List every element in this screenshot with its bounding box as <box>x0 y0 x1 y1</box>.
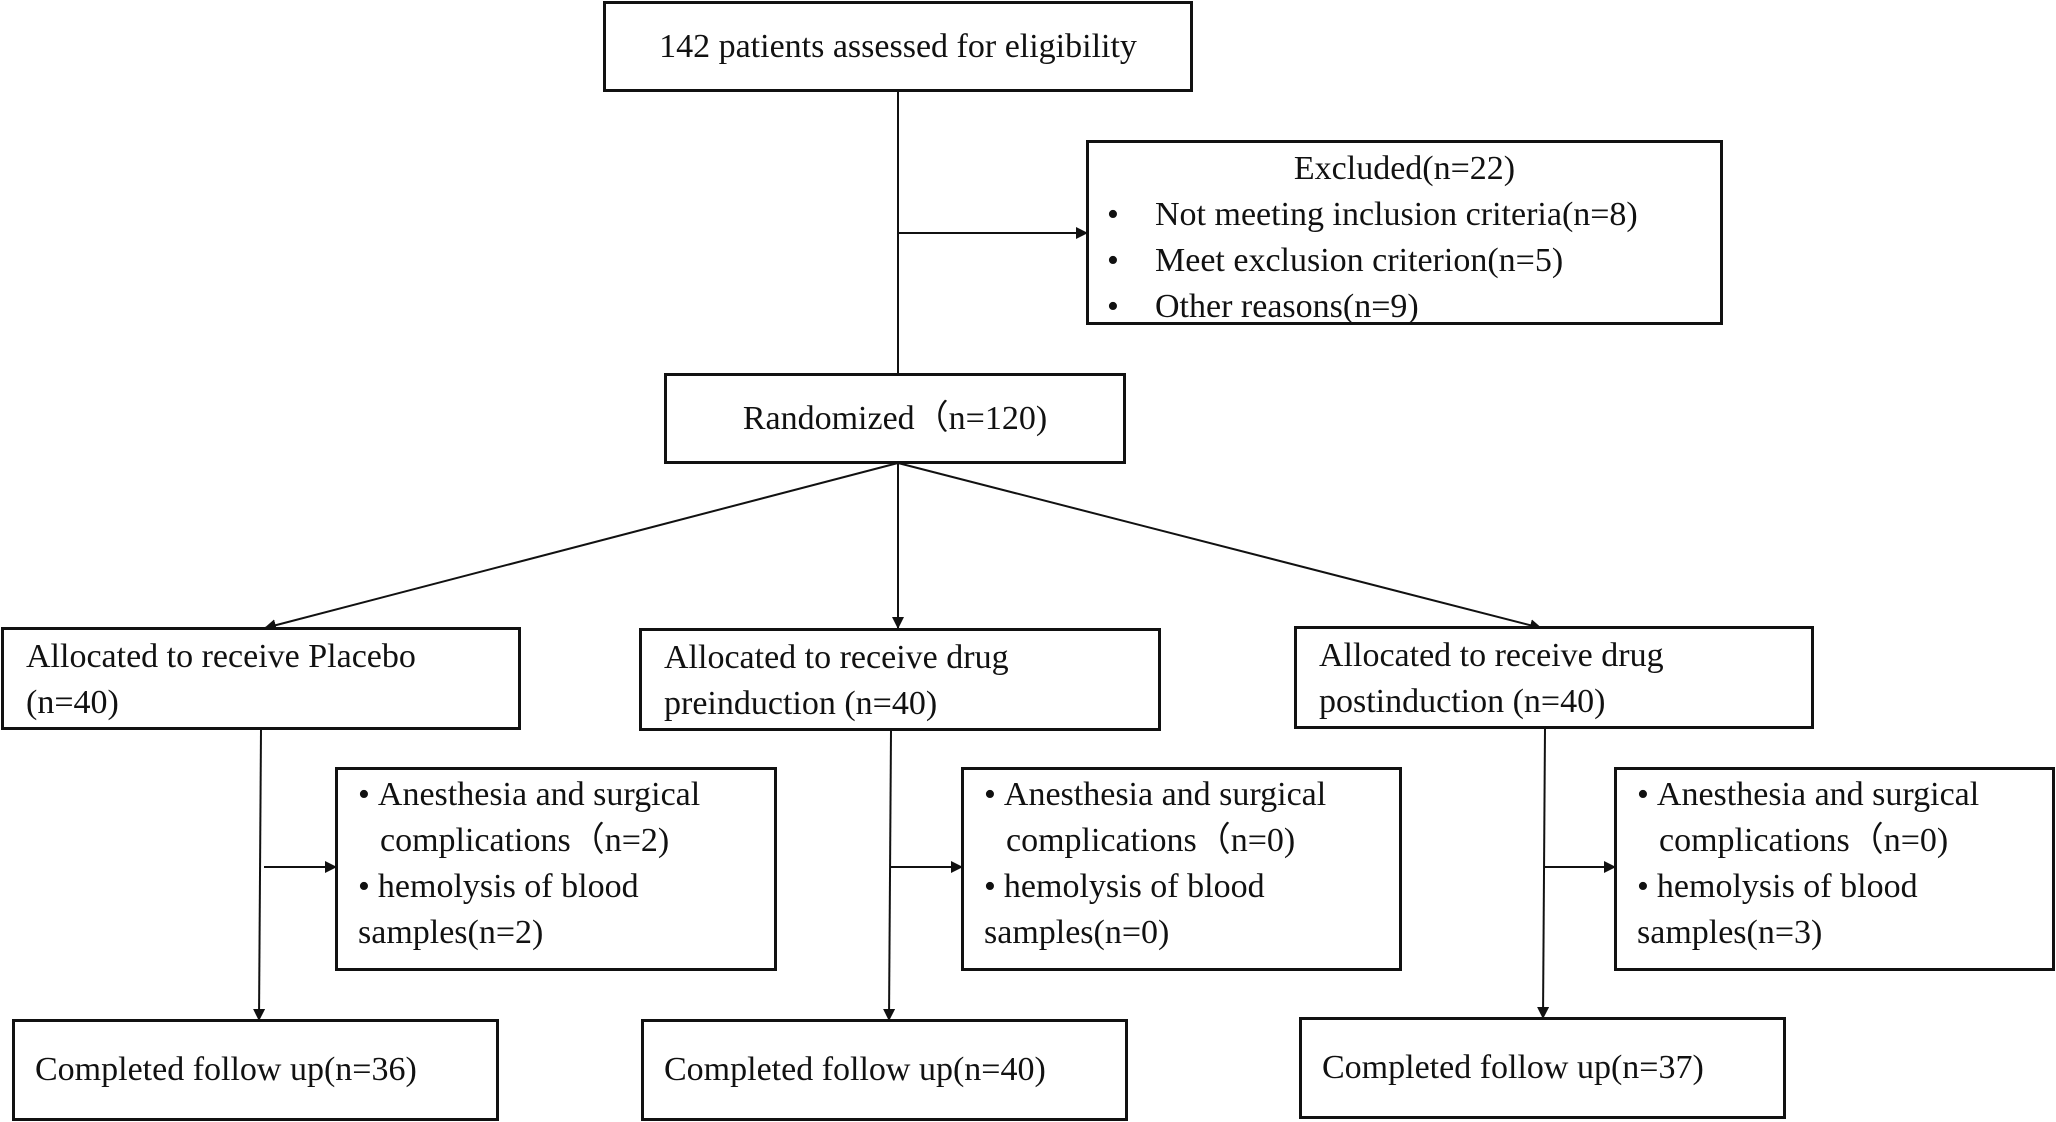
exclusion-reason: Not meeting inclusion criteria(n=8) <box>1089 192 1720 238</box>
loss-note-box-preinduction: Anesthesia and surgical complications（n=… <box>961 767 1402 971</box>
loss-note-box-postinduction: Anesthesia and surgical complications（n=… <box>1614 767 2055 971</box>
completed-box-postinduction: Completed follow up(n=37) <box>1299 1017 1786 1119</box>
note-line-anesthesia: Anesthesia and surgical <box>1637 772 2038 818</box>
exclusion-reasons-list: Not meeting inclusion criteria(n=8) Meet… <box>1089 192 1720 330</box>
randomized-label: Randomized（n=120) <box>742 399 1048 437</box>
arrow-postinduction-completed <box>1537 727 1550 1019</box>
completed-label: Completed follow up(n=40) <box>664 1051 1046 1088</box>
note-line-samples: samples(n=0) <box>984 914 1170 951</box>
completed-label: Completed follow up(n=37) <box>1322 1049 1704 1086</box>
note-line-complications: complications（n=0) <box>1006 822 1296 859</box>
note-line-anesthesia: Anesthesia and surgical <box>358 772 760 818</box>
excluded-title: Excluded(n=22) <box>1293 150 1516 187</box>
note-line-anesthesia: Anesthesia and surgical <box>984 772 1385 818</box>
note-line-hemolysis: hemolysis of blood <box>358 864 760 910</box>
allocation-label-line2: postinduction (n=40) <box>1319 683 1606 720</box>
completed-label: Completed follow up(n=36) <box>35 1051 417 1088</box>
allocation-box-placebo: Allocated to receive Placebo (n=40) <box>1 627 521 730</box>
note-line-hemolysis: hemolysis of blood <box>1637 864 2038 910</box>
arrow-to-postinduction <box>897 462 1542 632</box>
allocation-label-line1: Allocated to receive drug <box>664 639 1009 676</box>
allocation-box-postinduction: Allocated to receive drug postinduction … <box>1294 626 1814 729</box>
loss-note-box-placebo: Anesthesia and surgical complications（n=… <box>335 767 777 971</box>
completed-box-preinduction: Completed follow up(n=40) <box>641 1019 1128 1121</box>
note-line-complications: complications（n=2) <box>380 822 670 859</box>
excluded-box: Excluded(n=22) Not meeting inclusion cri… <box>1086 140 1723 330</box>
arrow-to-placebo <box>264 462 899 632</box>
note-line-samples: samples(n=3) <box>1637 914 1823 951</box>
allocation-label-line1: Allocated to receive Placebo <box>26 638 416 675</box>
allocation-label-line1: Allocated to receive drug <box>1319 637 1664 674</box>
exclusion-reason: Other reasons(n=9) <box>1089 284 1720 330</box>
arrow-placebo-completed <box>253 728 266 1021</box>
assessed-box: 142 patients assessed for eligibility <box>603 1 1193 92</box>
note-line-complications: complications（n=0) <box>1659 822 1949 859</box>
completed-box-placebo: Completed follow up(n=36) <box>12 1019 499 1121</box>
randomized-box: Randomized（n=120) <box>664 373 1126 464</box>
note-line-hemolysis: hemolysis of blood <box>984 864 1385 910</box>
allocation-box-preinduction: Allocated to receive drug preinduction (… <box>639 628 1161 731</box>
arrow-preinduction-completed <box>883 730 896 1021</box>
assessed-label: 142 patients assessed for eligibility <box>659 27 1137 65</box>
allocation-label-line2: (n=40) <box>26 684 119 721</box>
note-line-samples: samples(n=2) <box>358 914 544 951</box>
allocation-label-line2: preinduction (n=40) <box>664 685 938 722</box>
exclusion-reason: Meet exclusion criterion(n=5) <box>1089 238 1720 284</box>
